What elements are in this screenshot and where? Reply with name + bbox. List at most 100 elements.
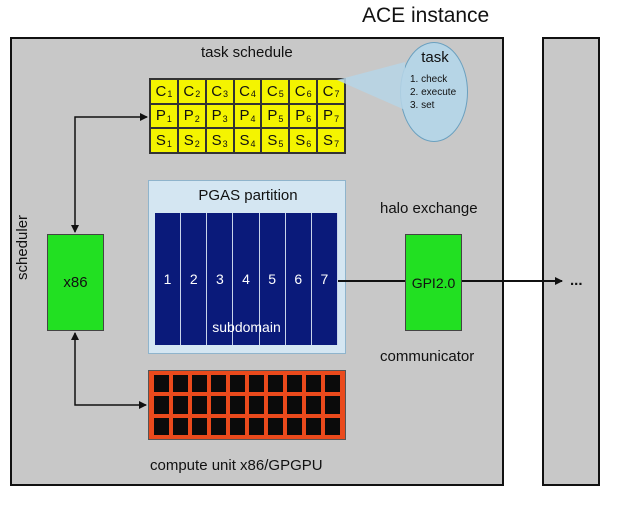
compute-core xyxy=(268,417,283,435)
next-instance-box xyxy=(542,37,600,486)
task-cell-letter: P xyxy=(295,107,306,125)
task-cell-index: 1 xyxy=(166,113,172,124)
compute-core xyxy=(173,396,188,414)
task-cell-index: 5 xyxy=(278,113,284,124)
task-step: 2. execute xyxy=(410,87,457,98)
task-cell-letter: C xyxy=(211,82,223,100)
task-bubble-title: task xyxy=(421,49,449,66)
task-cell-letter: P xyxy=(323,107,334,125)
task-cell-index: 4 xyxy=(250,138,256,149)
task-cell-index: 6 xyxy=(306,113,312,124)
compute-core xyxy=(192,396,207,414)
task-cell-index: 7 xyxy=(334,138,340,149)
task-cell-letter: C xyxy=(322,82,334,100)
compute-core xyxy=(287,396,302,414)
compute-core xyxy=(325,375,340,393)
task-cell-letter: S xyxy=(295,132,306,150)
task-cell-letter: S xyxy=(183,132,194,150)
task-cell-letter: P xyxy=(183,107,194,125)
subdomain-label: subdomain xyxy=(212,319,281,335)
subdomain-column: 4 xyxy=(233,213,260,345)
compute-core xyxy=(287,375,302,393)
task-cell-index: 1 xyxy=(167,89,173,100)
task-cell-index: 2 xyxy=(194,138,200,149)
pgas-title: PGAS partition xyxy=(198,187,298,204)
task-cell-index: 2 xyxy=(195,89,201,100)
task-cell-letter: P xyxy=(267,107,278,125)
halo-exchange-label: halo exchange xyxy=(380,200,478,217)
x86-scheduler-node: x86 xyxy=(47,234,104,331)
task-cell-index: 7 xyxy=(334,113,340,124)
bubble-pointer xyxy=(337,62,405,110)
subdomain-column: 7 xyxy=(312,213,338,345)
compute-unit-label: compute unit x86/GPGPU xyxy=(150,457,323,474)
task-cell-index: 1 xyxy=(166,138,172,149)
compute-core xyxy=(306,417,321,435)
compute-core xyxy=(192,375,207,393)
compute-core xyxy=(230,417,245,435)
task-cell-letter: P xyxy=(211,107,222,125)
task-step-list: 1. check 2. execute 3. set xyxy=(410,73,456,112)
task-cell-index: 3 xyxy=(222,113,228,124)
task-cell-letter: S xyxy=(267,132,278,150)
ellipsis-label: ... xyxy=(570,272,583,289)
compute-core xyxy=(306,396,321,414)
task-cell-letter: S xyxy=(211,132,222,150)
subdomain-column: 6 xyxy=(286,213,312,345)
compute-core xyxy=(154,375,169,393)
x86-to-compute-arrow xyxy=(71,332,147,409)
task-cell-index: 5 xyxy=(278,138,284,149)
task-step: 3. set xyxy=(410,100,435,111)
task-cell-index: 6 xyxy=(306,89,312,100)
subdomain-column: 1 xyxy=(155,213,182,345)
compute-core xyxy=(211,396,226,414)
compute-core xyxy=(249,396,264,414)
diagram-title: ACE instance xyxy=(362,4,490,27)
compute-core xyxy=(192,417,207,435)
task-cell-letter: C xyxy=(266,82,278,100)
task-cell-index: 4 xyxy=(250,113,256,124)
task-cell-index: 5 xyxy=(278,89,284,100)
task-cell-letter: C xyxy=(183,82,195,100)
compute-core xyxy=(154,417,169,435)
task-cell-letter: S xyxy=(155,132,166,150)
compute-core xyxy=(325,396,340,414)
task-cell-letter: C xyxy=(294,82,306,100)
task-cell-index: 2 xyxy=(194,113,200,124)
task-cell-index: 3 xyxy=(223,89,229,100)
task-cell-letter: P xyxy=(239,107,250,125)
task-cell-letter: S xyxy=(323,132,334,150)
x86-to-schedule-arrow xyxy=(71,113,148,233)
compute-unit-grid xyxy=(148,370,346,440)
task-cell-letter: C xyxy=(155,82,167,100)
compute-core xyxy=(173,375,188,393)
compute-core xyxy=(325,417,340,435)
compute-core xyxy=(230,375,245,393)
compute-core xyxy=(287,417,302,435)
communicator-label: communicator xyxy=(380,348,475,365)
compute-core xyxy=(173,417,188,435)
compute-core xyxy=(211,417,226,435)
compute-core xyxy=(249,417,264,435)
